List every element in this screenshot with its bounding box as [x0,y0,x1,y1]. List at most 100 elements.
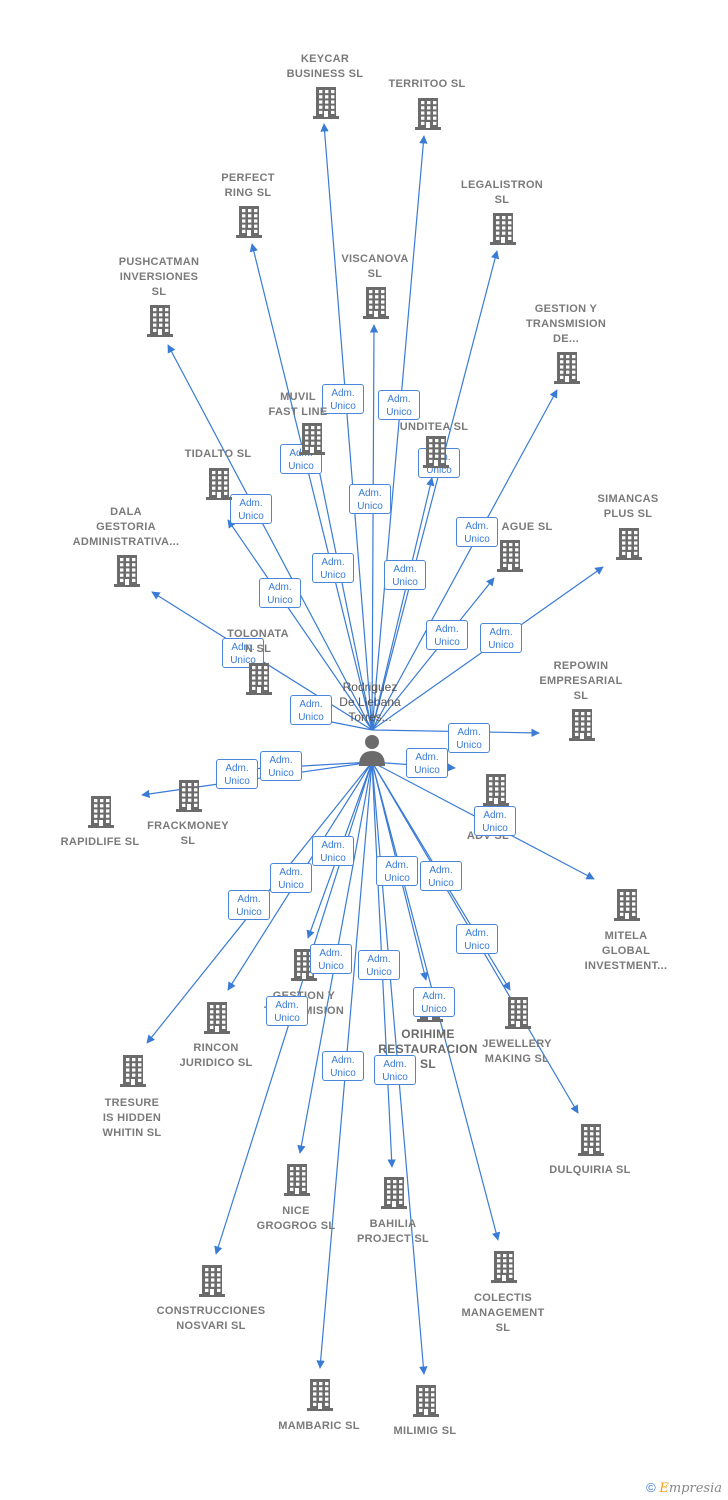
role-badge-construcciones: Adm. Unico [266,996,308,1026]
role-badge-rincon: Adm. Unico [270,863,312,893]
company-label-tresure[interactable]: TRESURE IS HIDDEN WHITIN SL [102,1097,162,1139]
person-label[interactable]: Rodriguez De Liebana Torres... [339,680,401,724]
edge-territoo [371,135,428,731]
company-label-ague[interactable]: AGUE SL [501,521,553,533]
building-icon[interactable] [614,889,640,926]
company-label-orihime[interactable]: ORIHIME RESTAURACION SL [378,1027,478,1071]
edge-ague [371,577,495,731]
building-icon[interactable] [204,1002,230,1039]
role-badge-pushcatman: Adm. Unico [230,494,272,524]
edge-muvil [315,454,373,731]
company-label-territoo[interactable]: TERRITOO SL [388,78,466,90]
role-badge-milimig: Adm. Unico [374,1055,416,1085]
edge-viscanova [369,324,379,731]
role-badge-keycar: Adm. Unico [322,384,364,414]
company-label-tidalto[interactable]: TIDALTO SL [184,448,252,460]
edge-perfect [249,243,373,731]
building-icon[interactable] [578,1124,604,1161]
edge-tidalto [227,519,373,731]
role-badge-viscanova: Adm. Unico [349,484,391,514]
company-label-milimig[interactable]: MILIMIG SL [393,1425,457,1437]
company-label-bahilia[interactable]: BAHILIA PROJECT SL [356,1218,430,1245]
edge-pushcatman [167,344,373,731]
building-icon[interactable] [307,1379,333,1416]
building-icon[interactable] [491,1251,517,1288]
company-label-colectis[interactable]: COLECTIS MANAGEMENT SL [461,1292,545,1334]
role-badge-unditea: Adm. Unico [384,560,426,590]
building-icon[interactable] [88,796,114,833]
edge-legalistron [371,250,500,731]
company-label-unditea[interactable]: UNDITEA SL [399,421,469,433]
building-icon[interactable] [363,287,389,324]
company-label-repowin[interactable]: REPOWIN EMPRESARIAL SL [539,660,623,702]
role-badge-jewellery: Adm. Unico [420,861,462,891]
building-icon[interactable] [147,305,173,342]
company-label-dala[interactable]: DALA GESTORIA ADMINISTRATIVA... [72,506,180,548]
building-icon[interactable] [284,1164,310,1201]
company-label-frackmoney[interactable]: FRACKMONEY SL [147,820,229,847]
company-label-nice[interactable]: NICE GROGROG SL [256,1205,336,1232]
role-badge-dulquiria: Adm. Unico [456,924,498,954]
company-label-tolonata[interactable]: TOLONATA N SL [227,628,289,655]
building-icon[interactable] [313,87,339,124]
building-icon[interactable] [199,1265,225,1302]
company-label-muvil[interactable]: MUVIL FAST LINE [268,391,328,418]
company-label-construcciones[interactable]: CONSTRUCCIONES NOSVARI SL [156,1305,266,1332]
building-icon[interactable] [291,949,317,986]
company-label-gestion1[interactable]: GESTION Y TRANSMISION DE... [525,303,607,345]
building-icon[interactable] [381,1177,407,1214]
building-icon[interactable] [299,423,325,460]
building-icon[interactable] [413,1385,439,1422]
copyright-symbol: © [646,1480,656,1495]
company-label-mitela[interactable]: MITELA GLOBAL INVESTMENT... [584,930,668,972]
role-badge-ague: Adm. Unico [426,620,468,650]
role-badge-gestion1: Adm. Unico [456,517,498,547]
role-badge-tolonata: Adm. Unico [290,695,332,725]
role-badge-muvil: Adm. Unico [312,553,354,583]
building-icon[interactable] [616,528,642,565]
company-label-keycar[interactable]: KEYCAR BUSINESS SL [286,53,364,80]
role-badge-tidalto: Adm. Unico [259,578,301,608]
role-badge-repowin: Adm. Unico [448,723,490,753]
building-icon[interactable] [490,213,516,250]
building-icon[interactable] [415,98,441,135]
company-label-viscanova[interactable]: VISCANOVA SL [341,253,409,280]
building-icon[interactable] [120,1055,146,1092]
role-badge-territoo: Adm. Unico [378,390,420,420]
building-icon[interactable] [569,709,595,746]
copyright: © Empresia [646,1480,722,1496]
building-icon[interactable] [554,352,580,389]
edge-keycar [320,123,373,731]
company-label-perfect[interactable]: PERFECT RING SL [221,172,275,199]
building-icon[interactable] [114,555,140,592]
company-label-dulquiria[interactable]: DULQUIRIA SL [549,1164,631,1176]
role-badge-gestion2: Adm. Unico [312,836,354,866]
company-label-rincon[interactable]: RINCON JURIDICO SL [179,1042,253,1069]
role-badge-bahilia: Adm. Unico [358,950,400,980]
role-badge-rapidlife: Adm. Unico [216,759,258,789]
role-badge-simancas: Adm. Unico [480,623,522,653]
role-badge-mitela: Adm. Unico [474,806,516,836]
company-label-legalistron[interactable]: LEGALISTRON SL [460,179,544,206]
role-badge-tresure: Adm. Unico [228,890,270,920]
building-icon[interactable] [505,997,531,1034]
empresia-logo: Empresia [659,1481,722,1496]
company-label-pushcatman[interactable]: PUSHCATMAN INVERSIONES SL [118,256,200,298]
building-icon[interactable] [483,774,509,811]
role-badge-mambaric: Adm. Unico [322,1051,364,1081]
edge-unditea [371,477,435,731]
building-icon[interactable] [206,468,232,505]
company-label-simancas[interactable]: SIMANCAS PLUS SL [597,493,659,520]
building-icon[interactable] [423,436,449,473]
building-icon[interactable] [497,540,523,577]
building-icon[interactable] [236,206,262,243]
role-badge-frackmoney: Adm. Unico [260,751,302,781]
company-label-rapidlife[interactable]: RAPIDLIFE SL [60,836,140,848]
edge-gestion1 [371,389,558,731]
role-badge-colectis: Adm. Unico [413,987,455,1017]
company-label-mambaric[interactable]: MAMBARIC SL [278,1420,360,1432]
building-icon[interactable] [246,663,272,700]
company-label-jewellery[interactable]: JEWELLERY MAKING SL [482,1038,552,1065]
building-icon[interactable] [176,780,202,817]
